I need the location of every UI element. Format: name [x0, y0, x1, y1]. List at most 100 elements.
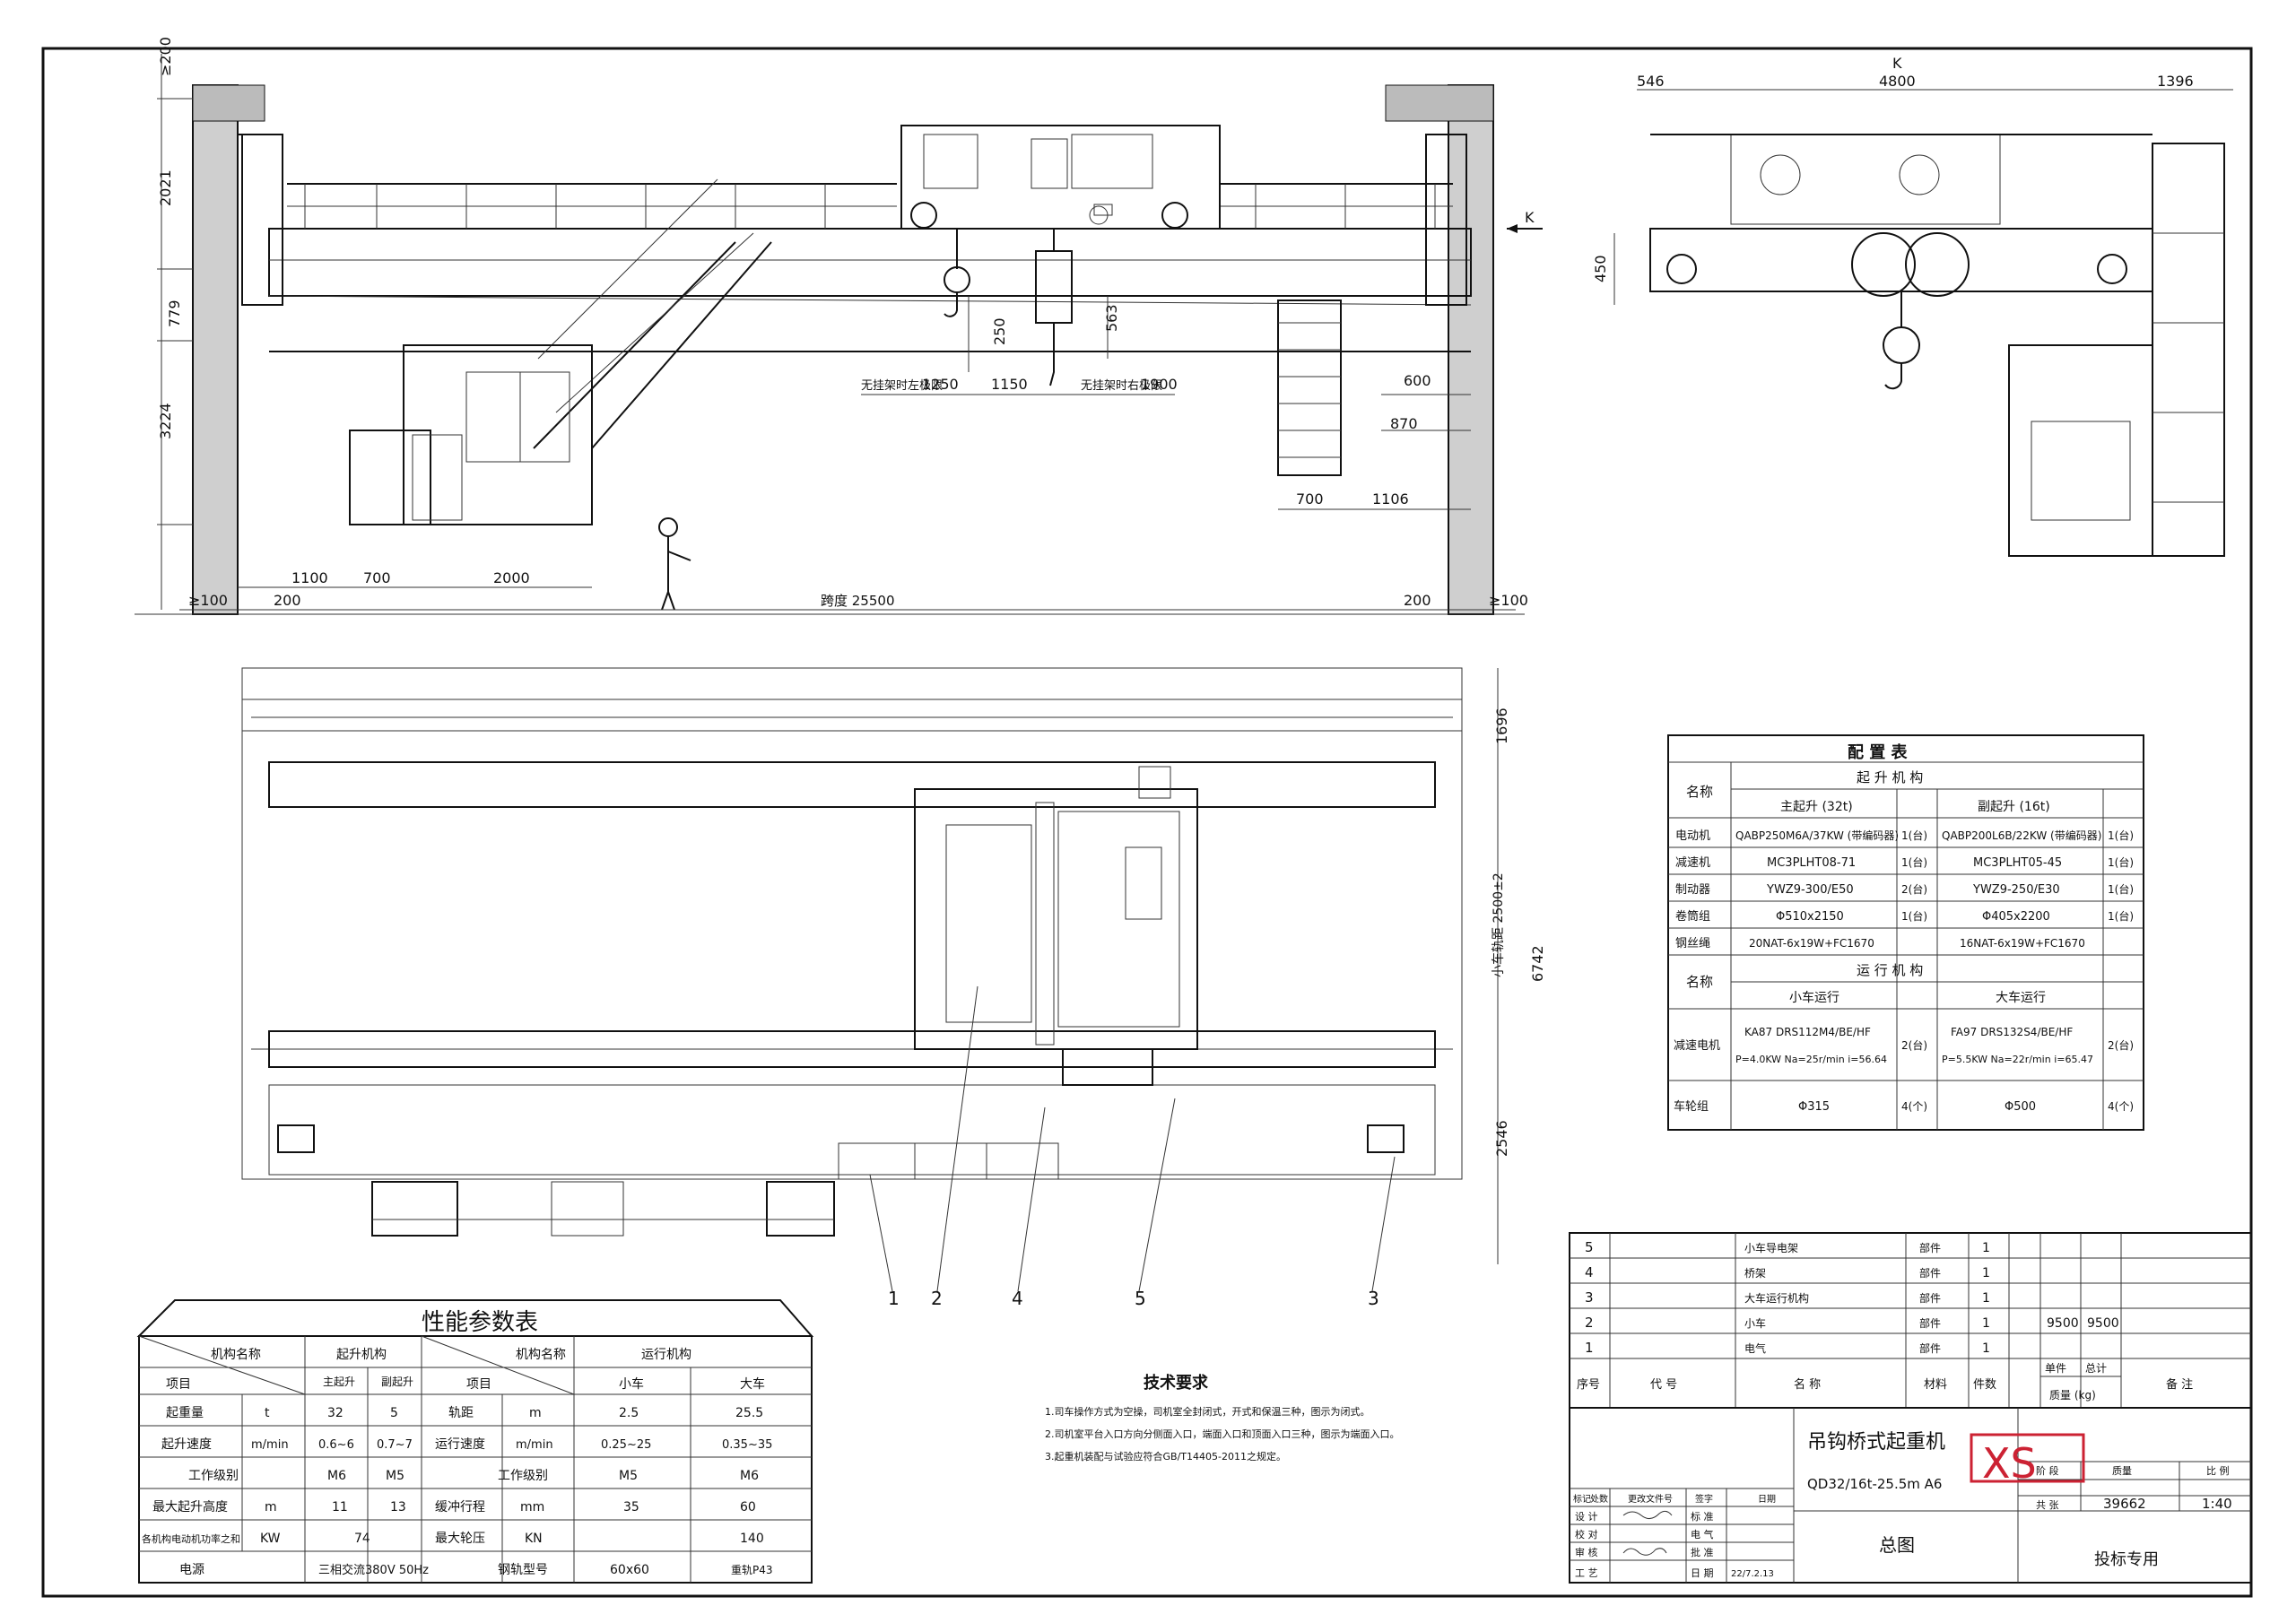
perf-hdr-mech: 机构名称: [211, 1348, 261, 1362]
drawing-name: 总图: [1879, 1534, 1915, 1556]
tb-count: 处数: [1590, 1493, 1608, 1505]
perf-r6-bridge: 重轨P43: [731, 1564, 773, 1576]
tb-review: 审 核: [1575, 1546, 1598, 1558]
perf-r4-aux: 13: [390, 1500, 406, 1515]
config-title: 配 置 表: [1848, 742, 1909, 762]
xs-stamp: [1970, 1433, 2085, 1483]
parts-r1-mat: 部件: [1919, 1241, 1941, 1254]
side-view-k: K 546 4800 1396 450: [1592, 55, 2233, 557]
perf-r6-main: 三相交流380V 50Hz: [318, 1563, 429, 1577]
perf-r5-unit: KW: [260, 1532, 281, 1546]
parts-r1-qty: 1: [1982, 1241, 1990, 1255]
tech-req-line-2: 2.司机室平台入口方向分侧面入口，端面入口和顶面入口三种，图示为端面入口。: [1045, 1428, 1400, 1440]
walkway-handrail: [287, 183, 1453, 229]
dim-3224: 3224: [157, 403, 174, 439]
parts-r2-qty: 1: [1982, 1266, 1990, 1280]
perf-r4-item2: 缓冲行程: [435, 1500, 485, 1515]
operator-figure: [658, 517, 691, 611]
tb-change-doc: 更改文件号: [1628, 1493, 1673, 1505]
parts-r4-no: 2: [1585, 1315, 1594, 1331]
front-view: ≥200 2021 779 3224 250 563 无挂架时左极限 1250 …: [135, 37, 1543, 615]
xs-stamp-text: XS: [1982, 1439, 2037, 1488]
drawing-border: [41, 47, 2253, 1598]
dim-track: 小车轨距 2500±2: [1491, 872, 1506, 977]
perf-r2-item2: 运行速度: [435, 1437, 485, 1452]
callout-2: 2: [931, 1288, 943, 1309]
signature-review: [1622, 1548, 1667, 1556]
cfg-run-1-bq: 2(台): [2108, 1038, 2134, 1052]
span-label: 跨度 25500: [821, 593, 895, 609]
perf-r4-main: 11: [332, 1500, 348, 1515]
cfg-row-1-name: 电动机: [1675, 829, 1710, 843]
tech-req-line-3: 3.起重机装配与试验应符合GB/T14405-2011之规定。: [1045, 1450, 1286, 1462]
perf-r2-aux: 0.7~7: [377, 1438, 413, 1452]
cfg-row-3-aux: YWZ9-250/E30: [1972, 883, 2060, 897]
cfg-row-3-main: YWZ9-300/E50: [1766, 883, 1854, 897]
perf-r4-unit2: mm: [520, 1500, 544, 1515]
perf-hdr-item: 项目: [166, 1377, 191, 1392]
electrical-cabinets: [838, 1142, 1059, 1180]
bridge-drive-left: [277, 1124, 315, 1153]
dim-779: 779: [166, 299, 183, 327]
parts-r3-qty: 1: [1982, 1291, 1990, 1306]
technical-requirements: 技术要求 1.司车操作方式为空操，司机室全封闭式，开式和保温三种，图示为闭式。 …: [1045, 1373, 1400, 1462]
label-right-limit: 无挂架时右极限: [1081, 379, 1162, 393]
cfg-run-1-t1: KA87 DRS112M4/BE/HF: [1744, 1026, 1871, 1038]
perf-r5-item: 各机构电动机功率之和: [142, 1532, 240, 1545]
tender-label: 投标专用: [2094, 1550, 2159, 1569]
callout-1: 1: [888, 1288, 900, 1309]
dim-200-right: 200: [1404, 592, 1431, 609]
perf-r4-item: 最大起升高度: [152, 1499, 228, 1515]
dim-100-right: ≥100: [1489, 592, 1528, 609]
parts-r2-no: 4: [1585, 1264, 1594, 1280]
perf-r6-item2: 钢轨型号: [498, 1563, 548, 1577]
tb-sheet-label: 共 张: [2036, 1499, 2059, 1511]
dim-1250: 1250: [922, 376, 959, 393]
perf-hdr-aux: 副起升: [381, 1376, 413, 1388]
cfg-run-2-bq: 4(个): [2108, 1100, 2134, 1113]
cfg-row-1-main: QABP250M6A/37KW (带编码器): [1735, 829, 1899, 842]
ladder-right: [1277, 299, 1342, 476]
cfg-row-3-auxq: 1(台): [2108, 882, 2134, 896]
perf-hdr-mech-2: 机构名称: [516, 1348, 566, 1362]
parts-hdr-code: 代 号: [1650, 1378, 1677, 1392]
dim-100-left: ≥100: [188, 592, 228, 609]
left-building-column: [192, 84, 269, 615]
perf-r3-main: M6: [327, 1469, 346, 1483]
tb-standard: 标 准: [1691, 1510, 1714, 1523]
performance-table: 性能参数表 机构名称 项目 起升机构 主起升 副起升 机构名称 项目 运行机构 …: [136, 1299, 814, 1584]
dim-700b: 700: [1296, 490, 1324, 508]
aux-hook: [944, 229, 970, 317]
cfg-row-4-mainq: 1(台): [1901, 909, 1927, 923]
parts-hdr-no: 序号: [1577, 1378, 1600, 1392]
tb-electric: 电 气: [1691, 1528, 1714, 1541]
config-main-hoist: 主起升 (32t): [1780, 800, 1853, 814]
cfg-row-2-aux: MC3PLHT05-45: [1973, 856, 2062, 870]
perf-r1-main: 32: [327, 1406, 344, 1420]
parts-r3-name: 大车运行机构: [1744, 1291, 1809, 1305]
right-building-column: [1385, 84, 1494, 615]
perf-r1-unit2: m: [529, 1406, 542, 1420]
left-end-carriage: [241, 134, 283, 306]
access-stairs: [533, 178, 772, 449]
perf-r1-item2: 轨距: [448, 1406, 474, 1420]
tb-check: 校 对: [1575, 1528, 1598, 1541]
parts-r2-mat: 部件: [1919, 1266, 1941, 1280]
tb-weight-label: 质量: [2112, 1465, 2132, 1477]
dim-1150: 1150: [991, 376, 1028, 393]
perf-r1-trolley: 2.5: [619, 1406, 639, 1420]
perf-hdr-bridge: 大车: [740, 1376, 765, 1392]
config-bridge-run: 大车运行: [1996, 990, 2046, 1005]
tb-scale-label: 比 例: [2206, 1464, 2230, 1477]
dim-4800: 4800: [1879, 73, 1916, 90]
cfg-row-2-main: MC3PLHT08-71: [1767, 856, 1856, 870]
cfg-row-4-name: 卷筒组: [1675, 909, 1710, 924]
cfg-row-5-main: 20NAT-6x19W+FC1670: [1749, 937, 1874, 950]
dim-1696: 1696: [1493, 707, 1510, 744]
cfg-row-2-name: 减速机: [1675, 856, 1710, 870]
perf-hdr-item-2: 项目: [466, 1377, 491, 1392]
perf-r4-trolley: 35: [623, 1500, 639, 1515]
tb-scale-value: 1:40: [2202, 1496, 2232, 1512]
cfg-row-1-auxq: 1(台): [2108, 829, 2134, 842]
signature-design: [1622, 1510, 1673, 1519]
